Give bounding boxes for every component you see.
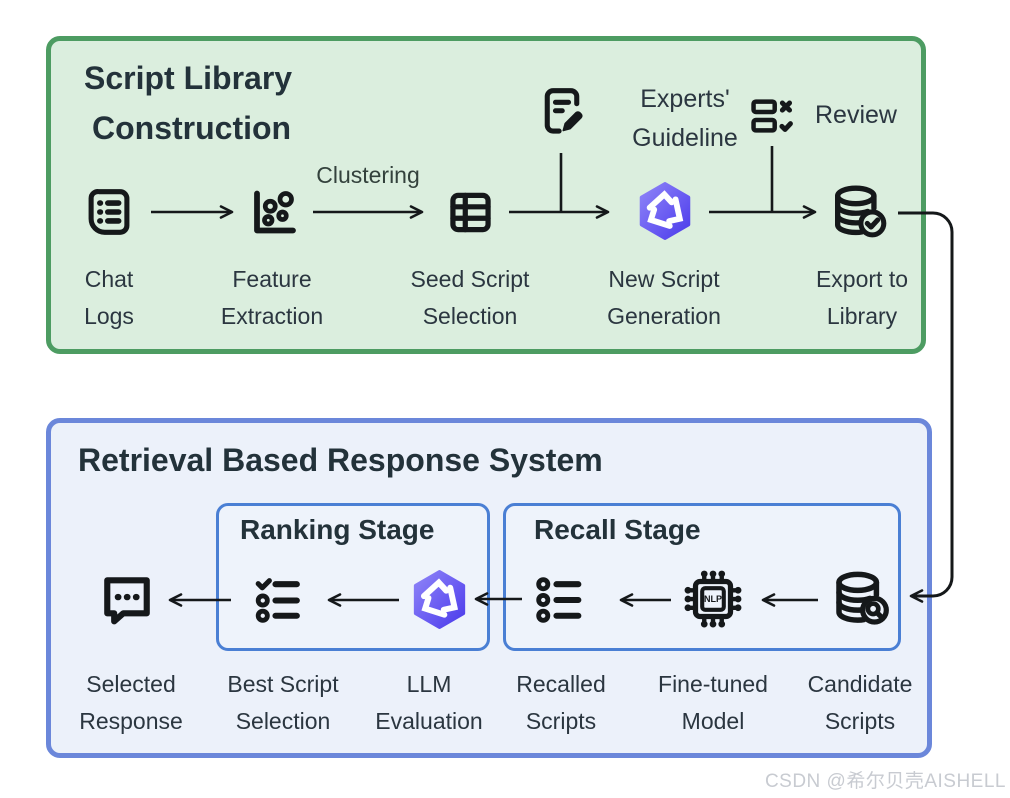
- nlp-chip-text: NLP: [704, 594, 722, 604]
- llm-logo-icon: [633, 179, 697, 243]
- review-label: Review: [815, 101, 897, 129]
- review-checklist-icon: [745, 89, 799, 143]
- llm-logo-icon: [407, 567, 472, 632]
- table-icon: [442, 184, 499, 241]
- top-box-title: Script Library Construction: [84, 53, 292, 153]
- bullet-list-icon: [528, 570, 589, 631]
- experts-guideline-label: Experts' Guideline: [632, 85, 738, 152]
- speech-bubble-icon: [95, 568, 159, 632]
- database-search-icon: [828, 567, 894, 633]
- ranking-stage-title: Ranking Stage: [240, 514, 435, 545]
- ranked-list-icon: [246, 570, 307, 631]
- watermark-text: CSDN @希尔贝壳AISHELL: [764, 771, 1006, 792]
- top-title-line1: Script Library: [84, 60, 293, 96]
- top-title-line2: Construction: [92, 110, 292, 146]
- document-edit-icon: [533, 82, 591, 140]
- bottom-title-text: Retrieval Based Response System: [78, 442, 603, 478]
- recall-stage-title: Recall Stage: [534, 514, 701, 545]
- bottom-box-title: Retrieval Based Response System: [78, 440, 603, 480]
- list-document-icon: [80, 183, 138, 241]
- scatter-plot-icon: [243, 182, 303, 242]
- clustering-edge-label: Clustering: [316, 162, 420, 188]
- database-check-icon: [827, 181, 891, 245]
- nlp-chip-icon: NLP: [678, 564, 748, 634]
